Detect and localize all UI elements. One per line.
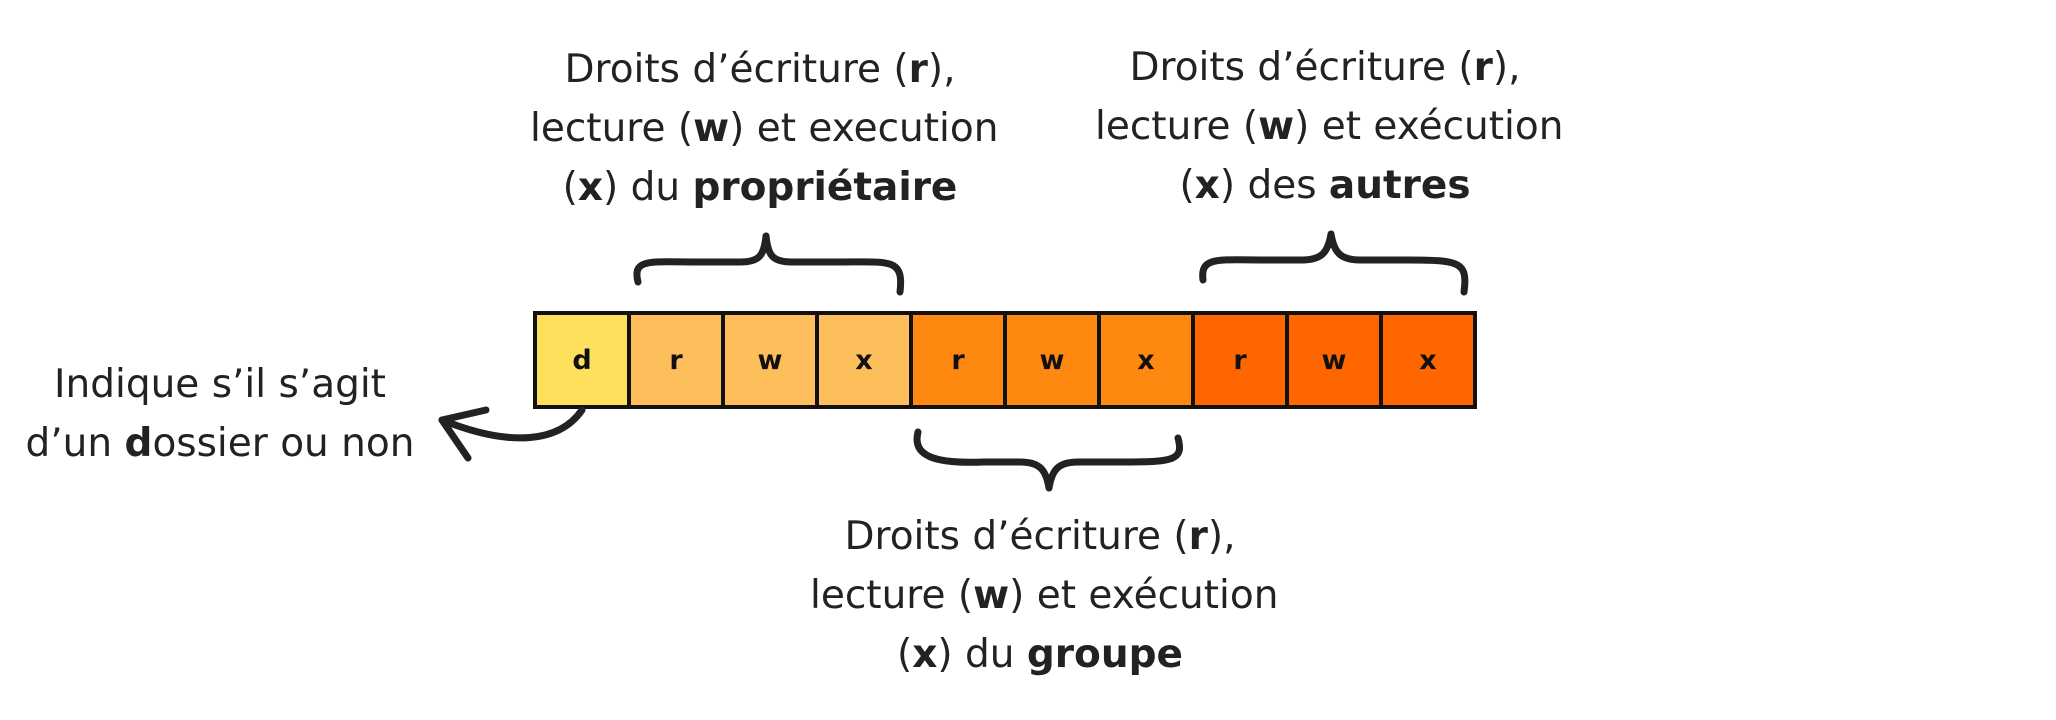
others-label-line-1: Droits d’écriture (r), <box>1129 45 1521 90</box>
owner-label-line-1: Droits d’écriture (r), <box>564 47 956 92</box>
permission-cell-2 <box>627 311 725 409</box>
directory-label-line-2: d’un dossier ou non <box>25 421 415 466</box>
permission-cell-8-char: r <box>1233 345 1247 376</box>
permission-cell-2-char: r <box>669 345 683 376</box>
group-brace <box>913 428 1183 492</box>
group-label-line-2: lecture (w) et exécution <box>810 573 1279 618</box>
permission-cell-9 <box>1285 311 1383 409</box>
owner-brace <box>633 232 905 296</box>
permission-cell-4 <box>815 311 913 409</box>
permission-cell-9-char: w <box>1322 345 1347 376</box>
permission-cell-5 <box>909 311 1007 409</box>
others-permissions-label: Droits d’écriture (r), lecture (w) et ex… <box>1095 38 1564 215</box>
permission-cell-8 <box>1191 311 1289 409</box>
group-label-line-3: (x) du groupe <box>897 632 1183 677</box>
permission-cell-3 <box>721 311 819 409</box>
permission-cell-5-char: r <box>951 345 965 376</box>
permission-cell-6-char: w <box>1040 345 1065 376</box>
owner-label-line-3: (x) du propriétaire <box>562 165 958 210</box>
others-label-line-3: (x) des autres <box>1179 163 1471 208</box>
group-label-line-1: Droits d’écriture (r), <box>844 514 1236 559</box>
permission-cell-3-char: w <box>758 345 783 376</box>
permission-cell-10-char: x <box>1419 345 1436 376</box>
others-label-line-2: lecture (w) et exécution <box>1095 104 1564 149</box>
group-permissions-label: Droits d’écriture (r), lecture (w) et ex… <box>810 507 1279 684</box>
owner-permissions-label: Droits d’écriture (r), lecture (w) et ex… <box>530 40 999 217</box>
directory-arrowhead-icon <box>438 406 490 462</box>
directory-label-line-1: Indique s’il s’agit <box>54 362 386 407</box>
permission-cell-10 <box>1379 311 1477 409</box>
directory-flag-label: Indique s’il s’agit d’un dossier ou non <box>0 355 440 473</box>
directory-arrow <box>438 406 586 442</box>
permission-cell-1-char: d <box>572 345 591 376</box>
others-brace <box>1199 230 1469 296</box>
owner-label-line-2: lecture (w) et execution <box>530 106 999 151</box>
permission-cell-7-char: x <box>1137 345 1154 376</box>
permission-cell-4-char: x <box>855 345 872 376</box>
